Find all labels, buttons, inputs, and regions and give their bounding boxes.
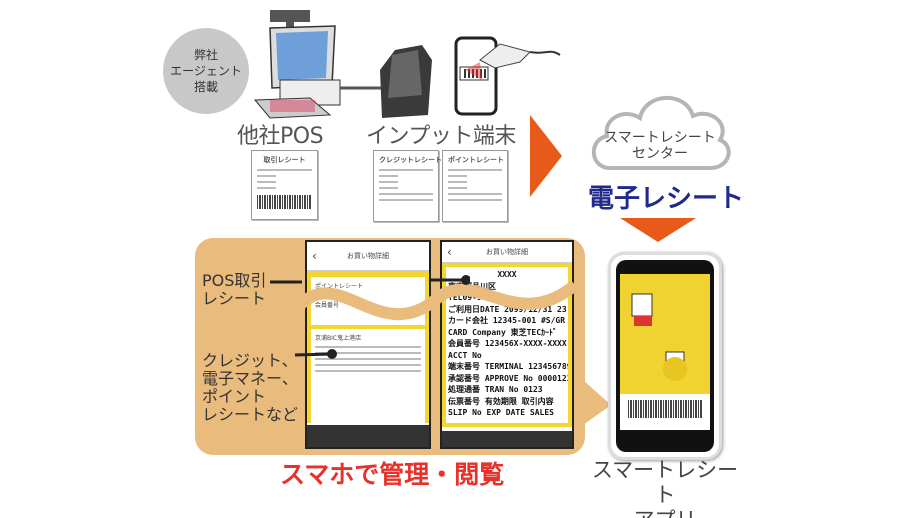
app-phone bbox=[608, 252, 722, 460]
receipt-title: ポイントレシート bbox=[448, 156, 504, 164]
center-label: センター bbox=[632, 146, 688, 162]
e-receipt-label: 電子レシート bbox=[588, 184, 745, 214]
smartphone-scanner-icon bbox=[454, 36, 561, 116]
smart-receipt-center: スマートレシート センター bbox=[585, 130, 735, 162]
phone-screen-pos: ‹ お買い物詳細 ポイントレシート会員番号 京浦BIC鬼上港店 bbox=[305, 240, 431, 449]
receipt-title: 取引レシート bbox=[263, 156, 306, 164]
bottom-tab-bar[interactable] bbox=[442, 431, 572, 447]
app-label: スマートレシートアプリ bbox=[591, 458, 739, 518]
bottom-tab-bar[interactable] bbox=[307, 425, 429, 447]
phone-screen-credit: ‹お買い物詳細 XXXX 東京都品川区 TEL09-9999 ご利用日DATE … bbox=[440, 240, 574, 449]
pos-label: 他社POS bbox=[237, 124, 324, 149]
transaction-receipt: 取引レシート bbox=[251, 150, 318, 220]
cloud-icon bbox=[591, 95, 731, 170]
back-icon[interactable]: ‹ bbox=[312, 249, 317, 263]
pos-receipt-callout: POS取引レシート bbox=[202, 271, 267, 308]
bubble-line: 搭載 bbox=[193, 80, 218, 94]
other-receipts-callout: クレジット、電子マネー、ポイントレシートなど bbox=[202, 351, 299, 424]
input-terminal-label: インプット端末 bbox=[366, 124, 516, 149]
screen-header: お買い物詳細 bbox=[486, 248, 528, 256]
barcode-icon bbox=[257, 195, 312, 209]
point-receipt: ポイントレシート bbox=[442, 150, 508, 222]
agent-bubble: 弊社 エージェント 搭載 bbox=[163, 28, 249, 114]
pos-terminal-icon bbox=[253, 10, 341, 119]
bubble-line: 弊社 bbox=[193, 48, 218, 62]
printer-icon bbox=[380, 45, 432, 118]
arrow-right-icon bbox=[530, 115, 562, 197]
center-label: スマートレシート bbox=[604, 130, 716, 146]
devices-illustration bbox=[253, 10, 561, 119]
arrow-down-icon bbox=[620, 218, 696, 242]
wavy-cut bbox=[300, 280, 575, 320]
receipt-title: クレジットレシート bbox=[379, 156, 442, 164]
panel-pointer bbox=[583, 380, 611, 425]
app-barcode bbox=[620, 394, 710, 430]
card-title: 京浦BIC鬼上港店 bbox=[315, 335, 362, 342]
credit-receipt: クレジットレシート bbox=[373, 150, 442, 222]
callout-lines bbox=[270, 275, 470, 359]
manage-label: スマホで管理・閲覧 bbox=[280, 460, 505, 489]
bubble-line: エージェント bbox=[170, 64, 242, 78]
mascot-icon bbox=[631, 293, 687, 381]
card-title: ポイントレシート bbox=[315, 283, 364, 290]
app-screen bbox=[620, 274, 710, 394]
back-icon[interactable]: ‹ bbox=[447, 245, 452, 259]
member-no: 会員番号 bbox=[315, 302, 340, 309]
screen-header: お買い物詳細 bbox=[347, 252, 389, 260]
